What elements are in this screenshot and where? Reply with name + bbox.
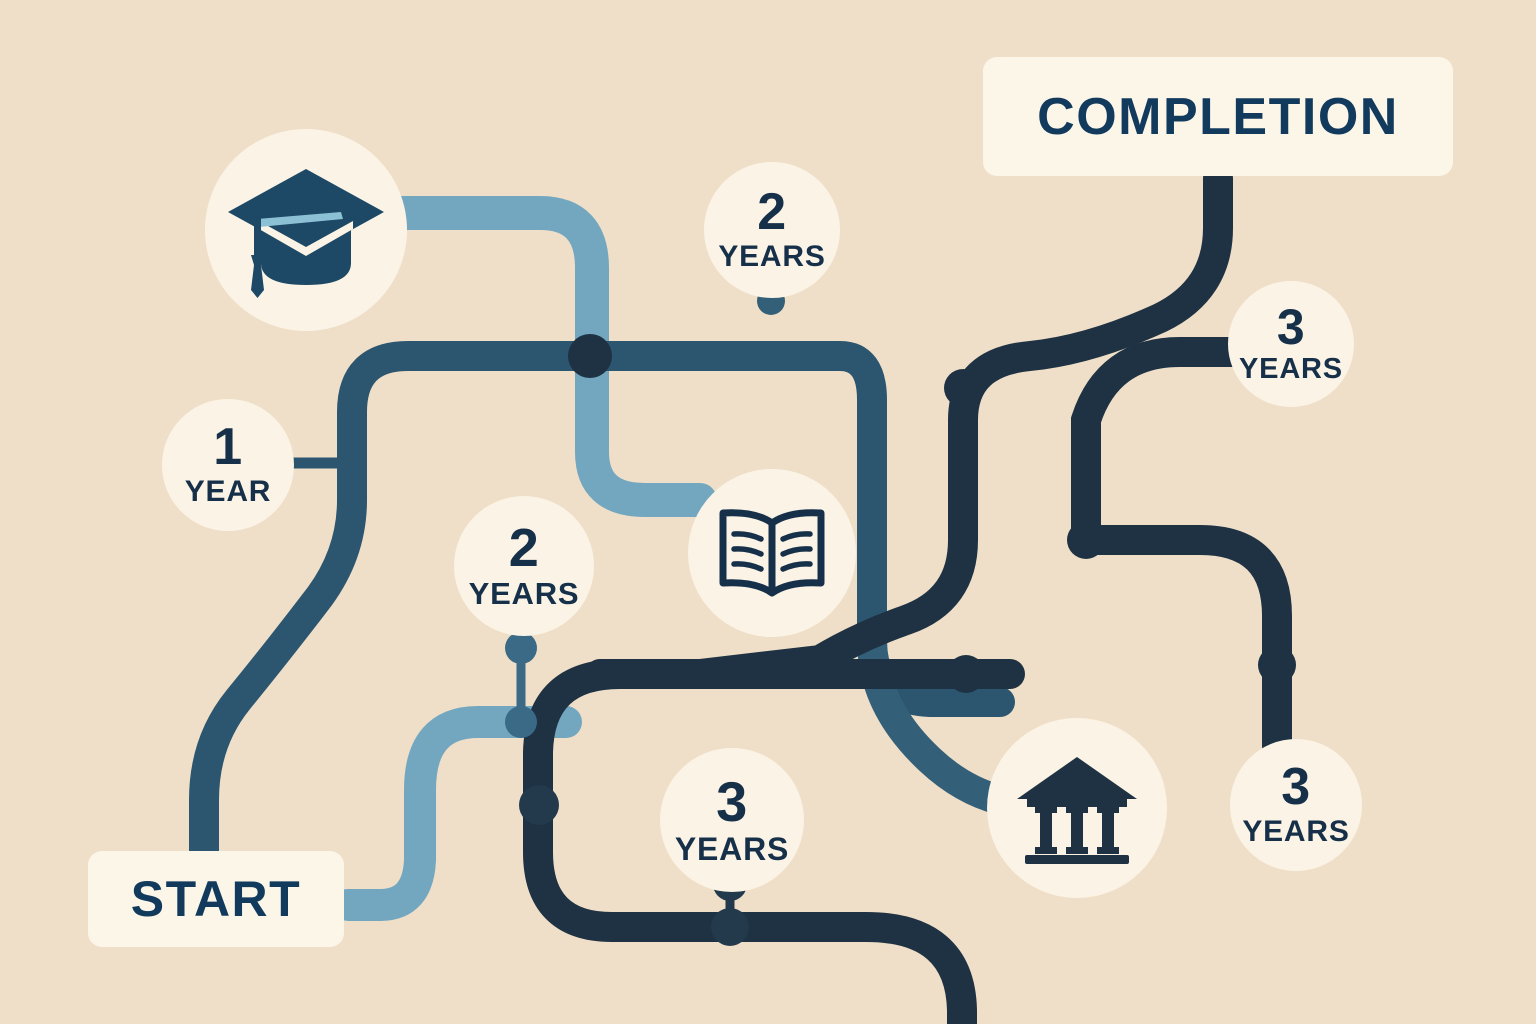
open-book-icon bbox=[719, 509, 825, 597]
duration-number: 1 bbox=[213, 418, 243, 477]
start-label[interactable]: START bbox=[88, 851, 344, 947]
book-node[interactable] bbox=[688, 469, 856, 637]
junction-dot-year-1 bbox=[337, 448, 367, 478]
duration-number: 2 bbox=[757, 183, 787, 242]
path-bottom-u-loop bbox=[523, 659, 1025, 1024]
institution-node[interactable] bbox=[987, 718, 1167, 898]
graduation-cap-icon bbox=[228, 169, 384, 298]
stem-years-2-b bbox=[505, 632, 537, 738]
junction-dot-right-mid bbox=[1067, 521, 1105, 559]
duration-unit: YEARS bbox=[718, 239, 826, 273]
junction-dot-lower-left bbox=[519, 785, 559, 825]
path-3years-a-branch bbox=[1071, 337, 1255, 555]
duration-node-years-2-top[interactable]: 2 YEARS bbox=[704, 162, 840, 298]
path-lightblue-lower-branch bbox=[332, 706, 582, 921]
duration-node-year-1[interactable]: 1 YEAR bbox=[162, 399, 294, 531]
completion-label[interactable]: COMPLETION bbox=[983, 57, 1453, 176]
duration-node-years-3-bottom-center[interactable]: 3 YEARS bbox=[660, 748, 804, 892]
duration-node-years-2-mid[interactable]: 2 YEARS bbox=[454, 496, 594, 636]
path-completion-descend bbox=[585, 163, 1233, 689]
duration-unit: YEAR bbox=[184, 474, 272, 508]
duration-unit: YEARS bbox=[1242, 814, 1350, 848]
duration-unit: YEARS bbox=[674, 830, 790, 867]
duration-number: 3 bbox=[1276, 298, 1306, 355]
junction-dot-grad-cross bbox=[568, 334, 612, 378]
duration-number: 3 bbox=[716, 770, 748, 834]
junction-dot-right-low bbox=[1258, 646, 1296, 684]
duration-unit: YEARS bbox=[468, 576, 580, 612]
graduation-node[interactable] bbox=[205, 129, 407, 331]
duration-number: 3 bbox=[1281, 758, 1311, 817]
duration-node-years-3-top-right[interactable]: 3 YEARS bbox=[1228, 281, 1354, 407]
duration-unit: YEARS bbox=[1239, 353, 1343, 386]
completion-label-text: COMPLETION bbox=[1037, 87, 1399, 146]
start-label-text: START bbox=[130, 871, 302, 927]
duration-node-years-3-bottom-right[interactable]: 3 YEARS bbox=[1230, 739, 1362, 871]
bank-building-icon bbox=[1017, 757, 1137, 864]
junction-dot-completion bbox=[944, 369, 982, 407]
path-right-mid-to-3years-b bbox=[1071, 525, 1292, 761]
duration-number: 2 bbox=[508, 517, 540, 578]
junction-dot-lower-mid bbox=[947, 655, 985, 693]
